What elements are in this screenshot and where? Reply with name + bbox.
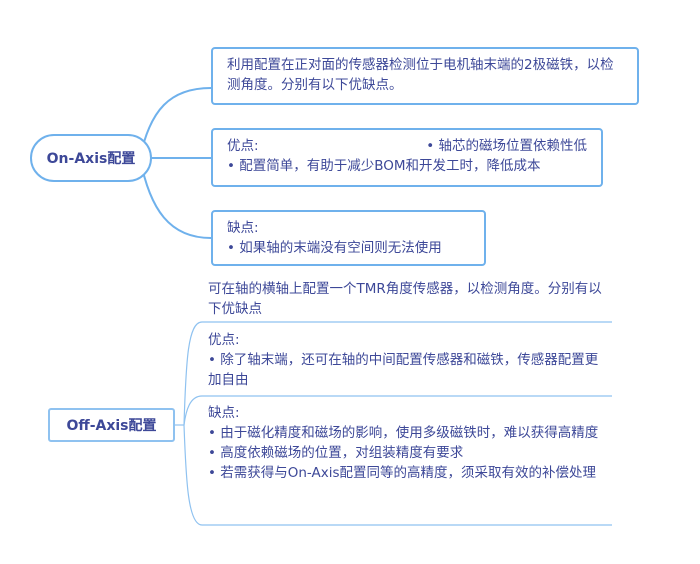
off-axis-cons: 缺点: • 由于磁化精度和磁场的影响，使用多级磁铁时，难以获得高精度 • 高度依… <box>208 403 608 483</box>
on-axis-description-box: 利用配置在正对面的传感器检测位于电机轴末端的2极磁铁，以检测角度。分别有以下优缺… <box>211 47 639 105</box>
cons-label: 缺点: <box>227 220 259 236</box>
pro-item: • 除了轴末端，还可在轴的中间配置传感器和磁铁，传感器配置更加自由 <box>208 352 599 388</box>
cons-label: 缺点: <box>208 405 240 421</box>
bracket-pros <box>183 321 612 426</box>
on-axis-title: On-Axis配置 <box>46 151 136 167</box>
off-axis-description: 可在轴的横轴上配置一个TMR角度传感器，以检测角度。分别有以下优缺点 <box>208 281 602 317</box>
pro-item: • 轴芯的磁场位置依赖性低 <box>426 138 587 154</box>
bracket-cons <box>183 395 612 426</box>
pros-label: 优点: <box>227 138 259 154</box>
bracket-end <box>183 424 612 526</box>
off-axis-title: Off-Axis配置 <box>66 418 157 434</box>
con-item: • 由于磁化精度和磁场的影响，使用多级磁铁时，难以获得高精度 <box>208 425 599 441</box>
con-item: • 如果轴的末端没有空间则无法使用 <box>227 240 442 256</box>
connector-on-desc <box>139 87 212 159</box>
pros-label: 优点: <box>208 332 240 348</box>
pro-item: • 配置简单，有助于减少BOM和开发工时，降低成本 <box>227 158 541 174</box>
off-axis-pros: 优点: • 除了轴末端，还可在轴的中间配置传感器和磁铁，传感器配置更加自由 <box>208 330 608 390</box>
on-axis-node[interactable]: On-Axis配置 <box>30 134 152 182</box>
on-axis-pros-box: 优点: • 轴芯的磁场位置依赖性低 • 配置简单，有助于减少BOM和开发工时，降低… <box>211 128 603 187</box>
con-item: • 若需获得与On-Axis配置同等的高精度，须采取有效的补偿处理 <box>208 465 597 481</box>
off-axis-node[interactable]: Off-Axis配置 <box>48 408 175 442</box>
on-axis-description: 利用配置在正对面的传感器检测位于电机轴末端的2极磁铁，以检测角度。分别有以下优缺… <box>227 57 614 93</box>
con-item: • 高度依赖磁场的位置，对组装精度有要求 <box>208 445 464 461</box>
on-axis-cons-box: 缺点: • 如果轴的末端没有空间则无法使用 <box>211 210 486 266</box>
connector-on-cons <box>139 157 212 239</box>
